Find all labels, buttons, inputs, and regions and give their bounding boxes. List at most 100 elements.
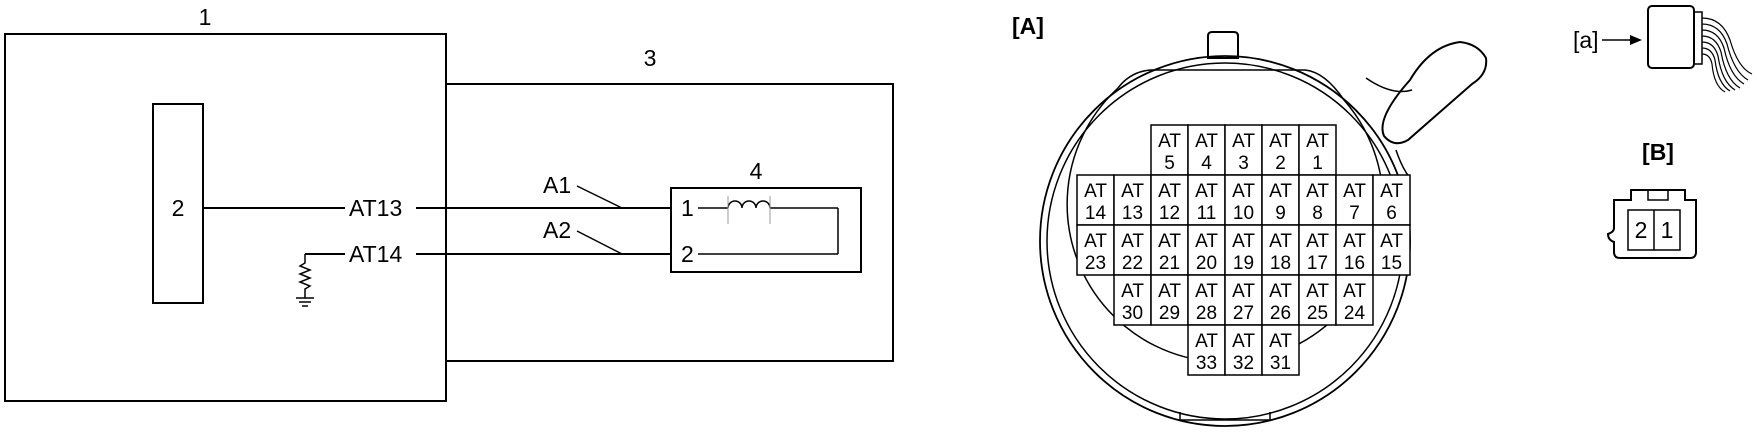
pin-cell-at24 bbox=[1335, 274, 1374, 326]
pin-cell-at28 bbox=[1187, 274, 1226, 326]
terminal-at13-label: AT13 bbox=[349, 195, 402, 221]
pin-prefix: AT bbox=[1195, 181, 1218, 202]
pin-cell-at32 bbox=[1224, 324, 1263, 376]
pin-cell-at16 bbox=[1335, 224, 1374, 276]
pin-cell-at22 bbox=[1113, 224, 1152, 276]
pin-number: 21 bbox=[1159, 253, 1180, 274]
pin-prefix: AT bbox=[1232, 131, 1255, 152]
pin-cell-at6 bbox=[1372, 174, 1411, 226]
pin-number: 3 bbox=[1238, 153, 1249, 174]
module-1-box bbox=[4, 33, 447, 402]
pin-number: 23 bbox=[1085, 253, 1106, 274]
resistor-icon bbox=[297, 254, 313, 298]
pin-number: 1 bbox=[1312, 153, 1323, 174]
connector-b: [B] 2 1 bbox=[1606, 139, 1697, 259]
pin-prefix: AT bbox=[1232, 331, 1255, 352]
component-4-box bbox=[670, 187, 862, 273]
pin-cell-at33 bbox=[1187, 324, 1226, 376]
pin-prefix: AT bbox=[1306, 281, 1329, 302]
coil-pin-1-label: 1 bbox=[681, 195, 694, 221]
pin-cell-at9 bbox=[1261, 174, 1300, 226]
pin-cell-at19 bbox=[1224, 224, 1263, 276]
pin-prefix: AT bbox=[1121, 231, 1144, 252]
pin-number: 26 bbox=[1270, 303, 1291, 324]
coil-icon bbox=[727, 200, 771, 209]
pin-number: 14 bbox=[1085, 203, 1107, 224]
pin-cell-at3 bbox=[1224, 124, 1263, 176]
connector-b-housing bbox=[1606, 189, 1697, 259]
pin-prefix: AT bbox=[1158, 281, 1181, 302]
pin-prefix: AT bbox=[1380, 181, 1403, 202]
module-2-label: 2 bbox=[172, 195, 185, 221]
connector-b-pin-2: 2 bbox=[1635, 217, 1648, 243]
pin-prefix: AT bbox=[1084, 181, 1107, 202]
pin-number: 10 bbox=[1233, 203, 1254, 224]
pin-prefix: AT bbox=[1232, 231, 1255, 252]
connector-a-pin-grid: AT5AT4AT3AT2AT1AT14AT13AT12AT11AT10AT9AT… bbox=[1076, 124, 1411, 376]
view-a: [a] bbox=[1573, 5, 1753, 93]
view-a-label: [a] bbox=[1573, 27, 1599, 53]
pin-cell-at21 bbox=[1150, 224, 1189, 276]
pin-number: 16 bbox=[1344, 253, 1365, 274]
pin-number: 29 bbox=[1159, 303, 1180, 324]
arrow-right-icon bbox=[1630, 35, 1642, 45]
pin-number: 15 bbox=[1381, 253, 1402, 274]
pin-prefix: AT bbox=[1269, 331, 1292, 352]
pin-prefix: AT bbox=[1232, 281, 1255, 302]
connector-a-key bbox=[1207, 31, 1239, 59]
wire-a1-label: A1 bbox=[543, 172, 571, 198]
harness-3-box bbox=[446, 83, 894, 362]
pin-number: 11 bbox=[1197, 203, 1217, 224]
pin-cell-at25 bbox=[1298, 274, 1337, 326]
pin-number: 9 bbox=[1275, 203, 1286, 224]
pin-prefix: AT bbox=[1195, 131, 1218, 152]
connector-a-latch bbox=[1381, 40, 1488, 145]
pin-number: 8 bbox=[1312, 203, 1323, 224]
pin-prefix: AT bbox=[1306, 231, 1329, 252]
wire-a2-label: A2 bbox=[543, 217, 571, 243]
pin-prefix: AT bbox=[1195, 231, 1218, 252]
component-4-label: 4 bbox=[750, 158, 763, 184]
connector-side-icon bbox=[1647, 5, 1695, 69]
pin-prefix: AT bbox=[1084, 231, 1107, 252]
wire-a2-leader bbox=[576, 230, 623, 255]
pin-prefix: AT bbox=[1343, 281, 1366, 302]
terminal-at14-label: AT14 bbox=[349, 241, 402, 267]
pin-number: 7 bbox=[1349, 203, 1360, 224]
connector-a-label: [A] bbox=[1012, 13, 1044, 39]
schematic: 1 2 3 4 AT13 AT14 A1 A2 1 2 bbox=[4, 4, 894, 402]
pin-number: 2 bbox=[1275, 153, 1286, 174]
pin-number: 28 bbox=[1196, 303, 1217, 324]
pin-number: 30 bbox=[1122, 303, 1143, 324]
pin-cell-at31 bbox=[1261, 324, 1300, 376]
pin-number: 18 bbox=[1270, 253, 1291, 274]
pin-number: 25 bbox=[1307, 303, 1328, 324]
pin-prefix: AT bbox=[1158, 181, 1181, 202]
pin-prefix: AT bbox=[1121, 281, 1144, 302]
pin-cell-at18 bbox=[1261, 224, 1300, 276]
pin-number: 17 bbox=[1307, 253, 1328, 274]
pin-prefix: AT bbox=[1343, 231, 1366, 252]
pin-number: 24 bbox=[1344, 303, 1366, 324]
connector-b-label: [B] bbox=[1642, 139, 1674, 165]
wire-bundle-icon bbox=[1701, 17, 1753, 93]
pin-prefix: AT bbox=[1121, 181, 1144, 202]
connector-b-pin-1: 1 bbox=[1661, 217, 1674, 243]
pin-number: 12 bbox=[1159, 203, 1180, 224]
pin-cell-at10 bbox=[1224, 174, 1263, 226]
pin-number: 33 bbox=[1196, 353, 1217, 374]
pin-prefix: AT bbox=[1269, 181, 1292, 202]
connector-a: [A] AT5AT4AT3AT2AT1AT14AT13AT12AT11AT10A… bbox=[1012, 13, 1488, 427]
pin-prefix: AT bbox=[1269, 131, 1292, 152]
pin-prefix: AT bbox=[1269, 231, 1292, 252]
pin-prefix: AT bbox=[1306, 181, 1329, 202]
pin-number: 22 bbox=[1122, 253, 1143, 274]
module-2-box bbox=[152, 103, 204, 304]
pin-prefix: AT bbox=[1158, 131, 1181, 152]
pin-cell-at15 bbox=[1372, 224, 1411, 276]
coil-pin-2-label: 2 bbox=[681, 241, 694, 267]
pin-number: 20 bbox=[1196, 253, 1217, 274]
pin-prefix: AT bbox=[1195, 331, 1218, 352]
pin-cell-at20 bbox=[1187, 224, 1226, 276]
